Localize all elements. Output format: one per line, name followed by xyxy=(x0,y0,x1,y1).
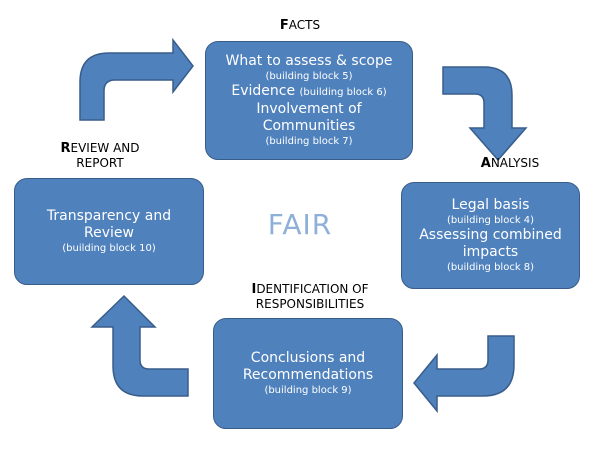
facts-item-scope-block: (building block 5) xyxy=(265,71,353,82)
heading-facts: FACTS xyxy=(279,18,321,33)
arrow-facts-to-analysis xyxy=(442,66,528,162)
arrow-identification-to-review xyxy=(90,294,189,397)
review-item-transparency-block: (building block 10) xyxy=(62,243,156,254)
analysis-item-combined-impacts-block: (building block 8) xyxy=(446,262,535,273)
facts-box: What to assess & scope (building block 5… xyxy=(205,41,413,160)
analysis-item-combined-impacts: Assessing combined impacts xyxy=(419,227,562,260)
facts-item-evidence-block: (building block 6) xyxy=(299,87,387,98)
facts-item-communities-block: (building block 7) xyxy=(265,136,353,147)
facts-item-evidence: Evidence xyxy=(231,83,296,99)
facts-item-communities: Involvement of Communities xyxy=(256,101,362,134)
heading-review: REVIEW AND REPORT xyxy=(60,141,140,170)
identification-item-conclusions: Conclusions and Recommendations xyxy=(242,350,374,383)
analysis-item-legal-basis: Legal basis xyxy=(451,197,530,213)
arrow-review-to-facts xyxy=(79,37,194,121)
heading-identification: IDENTIFICATION OF RESPONSIBILITIES xyxy=(251,282,369,311)
arrow-analysis-to-identification xyxy=(413,335,515,414)
review-item-transparency: Transparency and Review xyxy=(46,208,172,241)
analysis-item-legal-basis-block: (building block 4) xyxy=(446,215,535,226)
heading-analysis: ANALYSIS xyxy=(480,156,540,171)
facts-item-scope: What to assess & scope xyxy=(225,53,393,69)
identification-box: Conclusions and Recommendations (buildin… xyxy=(213,318,403,429)
analysis-box: Legal basis (building block 4) Assessing… xyxy=(401,182,580,289)
facts-item-evidence-line: Evidence (building block 6) xyxy=(231,83,386,101)
review-box: Transparency and Review (building block … xyxy=(14,178,204,285)
identification-item-conclusions-block: (building block 9) xyxy=(264,385,352,396)
center-title: FAIR xyxy=(267,208,333,241)
